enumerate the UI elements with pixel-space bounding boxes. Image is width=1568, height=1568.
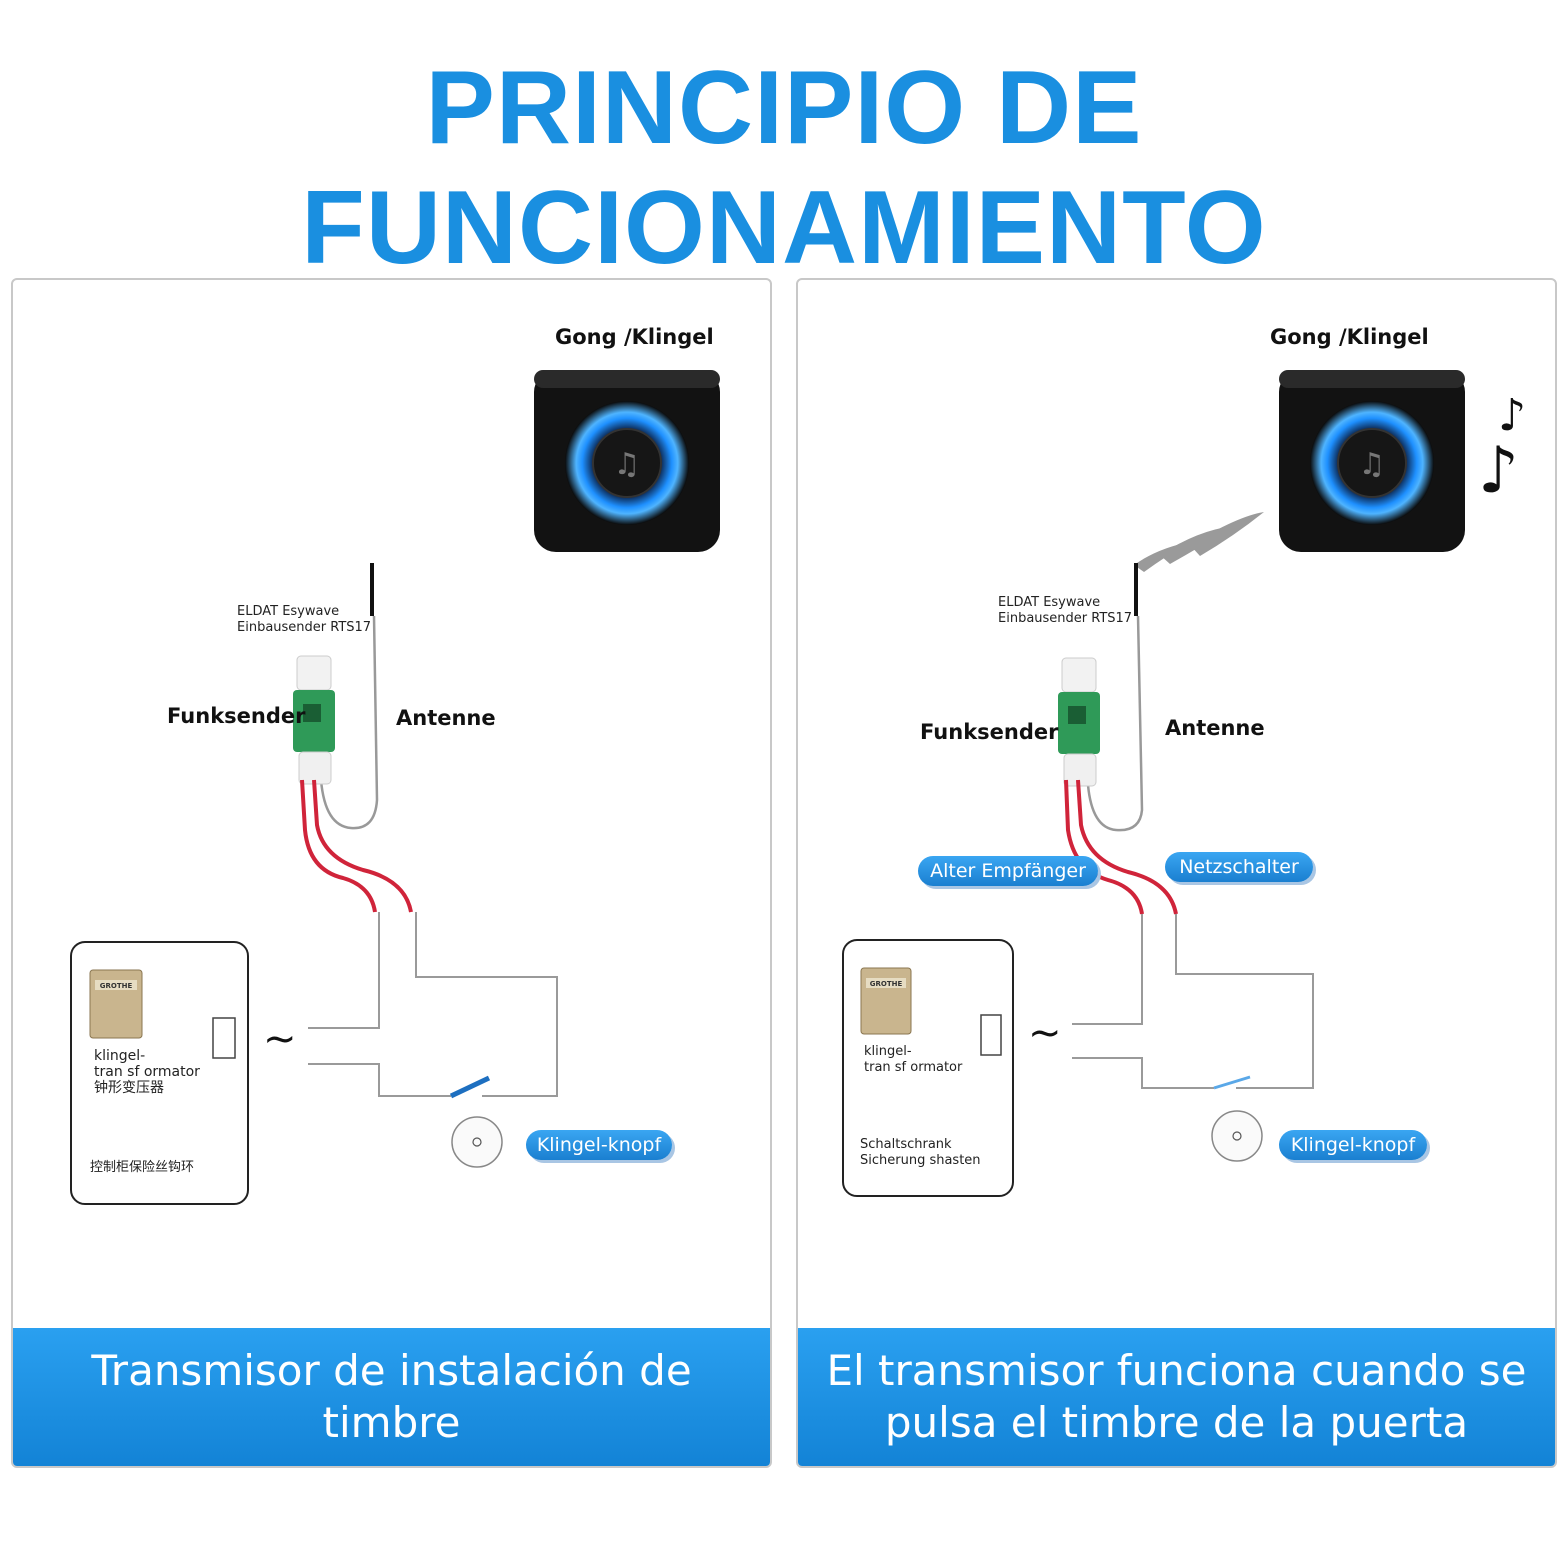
cabinet-label: 控制柜保险丝钩环 — [90, 1160, 195, 1175]
transformer-brand: GROTHE — [100, 982, 133, 990]
funksender-label: Funksender — [920, 720, 1059, 744]
right-diagram: ♫ ♪ ♪ — [842, 370, 1526, 1197]
right-panel: ♫ ♪ ♪ — [796, 278, 1557, 1468]
klingel-knopf-pill: Klingel-knopf — [526, 1130, 672, 1160]
page-title: PRINCIPIO DE FUNCIONAMIENTO — [301, 50, 1267, 286]
left-caption: Transmisor de instalación de timbre — [91, 1346, 692, 1447]
chime-device: ♫ — [534, 370, 720, 552]
power-switch-pill: Netzschalter — [1165, 852, 1313, 882]
signal-waves-icon — [1134, 512, 1264, 572]
chime-device: ♫ — [1279, 370, 1465, 552]
right-caption: El transmisor funciona cuando se pulsa e… — [826, 1346, 1527, 1447]
switch-contact — [449, 1075, 491, 1099]
control-cabinet — [842, 939, 1014, 1197]
left-panel: ♫ GROTHE — [11, 278, 772, 1468]
music-note-icon: ♫ — [1359, 447, 1386, 482]
gong-label: Gong /Klingel — [1270, 325, 1429, 349]
cabinet-label: Schaltschrank Sicherung shasten — [860, 1137, 981, 1168]
transformer-label: klingel- tran sf ormator 钟形变压器 — [94, 1048, 200, 1096]
left-diagram: ♫ GROTHE — [70, 370, 720, 1205]
antenna — [319, 563, 379, 830]
ac-symbol: ~ — [1028, 1010, 1062, 1056]
transformer-label: klingel- tran sf ormator — [864, 1044, 963, 1075]
antenne-label: Antenne — [1165, 716, 1265, 740]
left-caption-bar: Transmisor de instalación de timbre — [13, 1328, 770, 1466]
transmitter-module — [293, 655, 335, 785]
music-note-icon: ♪ — [1498, 390, 1526, 441]
control-cabinet — [70, 941, 249, 1205]
old-receiver-pill: Alter Empfänger — [918, 856, 1098, 886]
music-note-icon: ♪ — [1478, 434, 1519, 508]
klingel-knopf-pill: Klingel-knopf — [1279, 1130, 1427, 1160]
right-caption-bar: El transmisor funciona cuando se pulsa e… — [798, 1328, 1555, 1466]
module-label: ELDAT Esywave Einbausender RTS17 — [998, 595, 1133, 626]
funksender-label: Funksender — [167, 704, 306, 728]
antenna — [1086, 563, 1144, 832]
doorbell-button — [451, 1116, 503, 1168]
transmitter-module — [1058, 657, 1100, 787]
antenne-label: Antenne — [396, 706, 496, 730]
doorbell-button — [1211, 1110, 1263, 1162]
switch-contact — [1213, 1075, 1251, 1090]
transformer-brand: GROTHE — [870, 980, 903, 988]
music-note-icon: ♫ — [614, 447, 641, 482]
gong-label: Gong /Klingel — [555, 325, 714, 349]
module-label: ELDAT Esywave Einbausender RTS17 — [237, 604, 372, 635]
ac-symbol: ~ — [263, 1016, 297, 1062]
